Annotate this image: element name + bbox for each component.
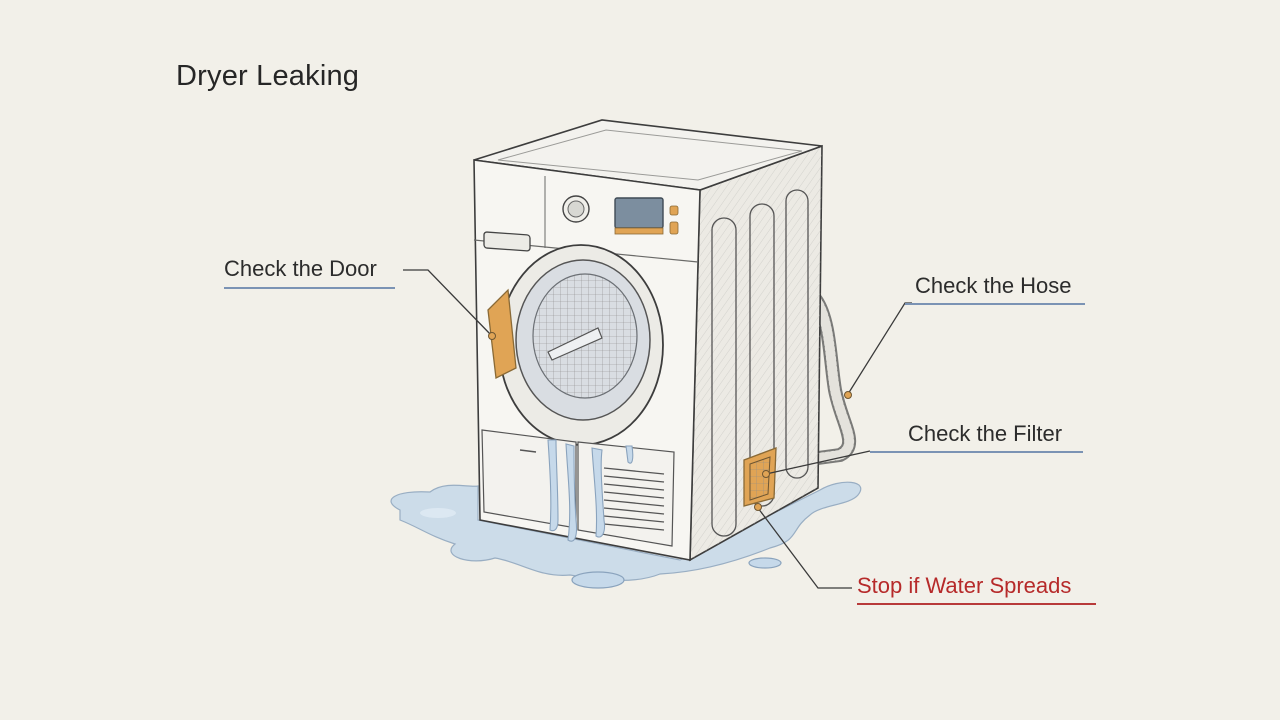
status-light bbox=[669, 221, 679, 235]
filter-leader-line bbox=[765, 450, 871, 475]
callout-check-filter: Check the Filter bbox=[908, 421, 1063, 446]
stop-leader-line bbox=[757, 507, 852, 589]
callout-stop-warning: Stop if Water Spreads bbox=[857, 573, 1072, 598]
callout-check-door: Check the Door bbox=[224, 256, 377, 281]
door-leader-line bbox=[403, 269, 493, 337]
display-screen bbox=[614, 197, 664, 229]
filter-highlight bbox=[743, 447, 777, 507]
dryer-door bbox=[487, 244, 664, 446]
control-panel bbox=[483, 195, 679, 252]
side-ribs bbox=[711, 189, 809, 537]
callout-underline bbox=[870, 451, 1083, 453]
door-seal-highlight bbox=[487, 288, 517, 379]
callout-underline-warning bbox=[857, 603, 1096, 605]
detergent-drawer bbox=[483, 231, 531, 252]
hose-leader-line bbox=[847, 302, 912, 395]
water-drips bbox=[547, 439, 634, 542]
status-light bbox=[669, 205, 679, 216]
water-puddle bbox=[390, 481, 862, 589]
drain-hose bbox=[809, 293, 857, 465]
callout-markers bbox=[488, 332, 852, 511]
diagram-title: Dryer Leaking bbox=[176, 60, 360, 92]
vent-grille bbox=[603, 467, 665, 531]
callout-underline bbox=[224, 287, 395, 289]
callout-check-hose: Check the Hose bbox=[915, 273, 1072, 298]
callout-underline bbox=[905, 303, 1085, 305]
